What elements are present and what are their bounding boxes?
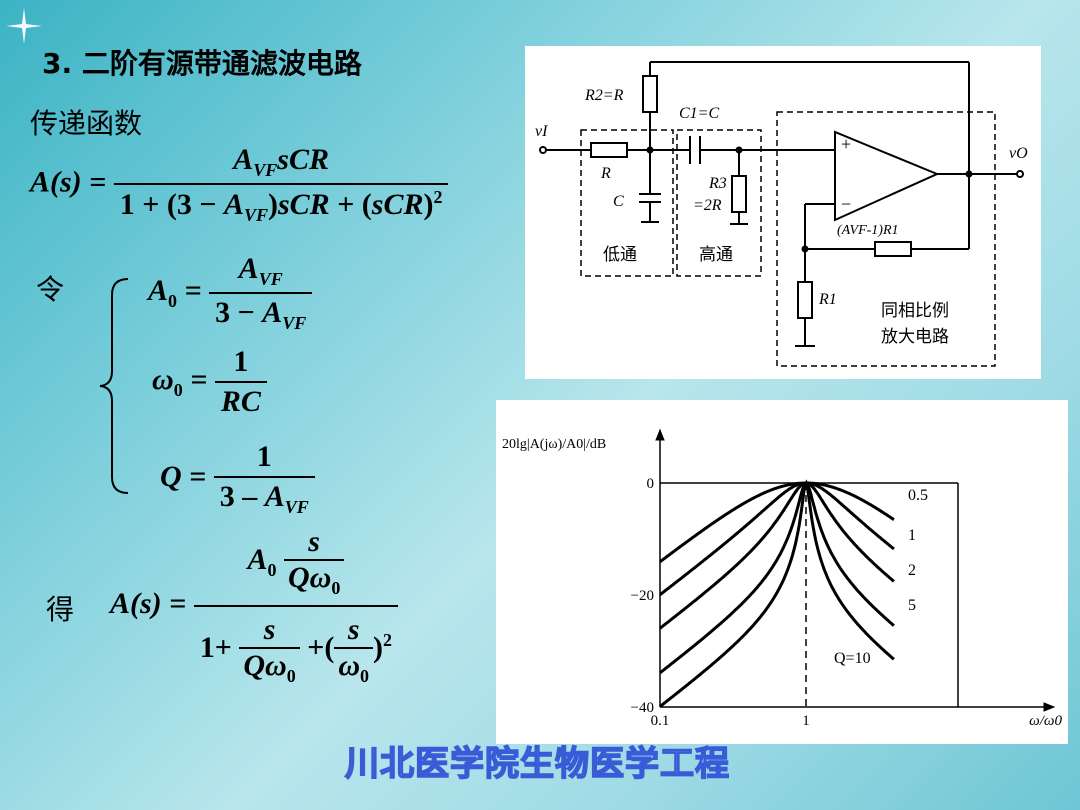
bandpass-circuit: R2=R C1=C vI vO R C R3 =2R (AVF-1)R1 R1 … [535, 61, 1028, 367]
frequency-response-chart: 0 −20 −400.1 1 20lg|A(jω)/A0|/dB ω/ω0 0.5 1 2 5Q=… [502, 428, 1062, 729]
resistor-r3 [731, 175, 747, 213]
highpass-box [676, 129, 762, 277]
circuit-panel: R2=R C1=C vI vO R C R3 =2R (AVF-1)R1 R1 … [525, 46, 1041, 379]
op-amp [834, 130, 940, 222]
feedback-label: (AVF-1)R1 [837, 223, 899, 238]
a0-fraction: AVF 3 − AVF [209, 252, 313, 334]
r3-value-label: =2R [693, 197, 722, 214]
y-axis-arrow [655, 428, 665, 441]
slide-subtitle: 传递函数 [30, 107, 143, 140]
w0-formula: ω0 = 1 RC [152, 345, 267, 419]
amplifier-box [776, 111, 996, 367]
transfer-numerator: AVFsCR [233, 143, 329, 180]
r1-label: R1 [818, 291, 837, 308]
series-label: Q=10 [834, 650, 871, 667]
c-label: C [613, 193, 624, 210]
y-tick-label: −40 [631, 700, 654, 716]
r-label: R [600, 165, 611, 182]
x-axis-label: ω/ω0 [1029, 713, 1062, 729]
plus-sign: + [841, 134, 851, 154]
r3-label: R3 [708, 175, 727, 192]
series-label: 2 [908, 562, 916, 579]
amp-label-line2: 放大电路 [881, 327, 949, 347]
institution-footer: 川北医学院生物医学工程 [344, 743, 730, 785]
vo-label: vO [1009, 145, 1028, 162]
lowpass-box [580, 129, 674, 277]
transfer-function: A(s) = AVFsCR 1 + (3 − AVF)sCR + (sCR)2 [30, 143, 449, 226]
slide-title: 3. 二阶有源带通滤波电路 [42, 47, 362, 80]
x-tick-label: 0.1 [651, 713, 670, 729]
series-label: 1 [908, 527, 916, 544]
x-tick-label: 1 [802, 713, 810, 729]
transfer-denominator: 1 + (3 − AVF)sCR + (sCR)2 [113, 183, 449, 226]
minus-sign: − [841, 194, 851, 214]
highpass-label: 高通 [699, 245, 733, 265]
c1-label: C1=C [679, 105, 719, 122]
y-tick-label: −20 [631, 588, 654, 604]
transfer-fraction: AVFsCR 1 + (3 − AVF)sCR + (sCR)2 [113, 143, 449, 226]
amp-label-line1: 同相比例 [881, 301, 949, 321]
series-label: 0.5 [908, 487, 928, 504]
response-curve-q0.5 [659, 481, 895, 563]
resistor-r [590, 142, 628, 158]
resistor-r2 [642, 75, 658, 113]
response-curve-q1 [659, 481, 895, 596]
transfer-lhs: A(s) = [30, 165, 107, 199]
resistor-feedback [874, 241, 912, 257]
y-tick-label: 0 [647, 476, 655, 492]
a0-formula: A0 = AVF 3 − AVF [148, 252, 313, 334]
x-axis-arrow [1043, 702, 1056, 712]
series-label: 5 [908, 597, 916, 614]
vi-label: vI [535, 123, 548, 140]
resistor-r1 [797, 281, 813, 319]
response-curve-q5 [659, 481, 895, 674]
w0-fraction: 1 RC [214, 345, 267, 419]
q-fraction: 1 3 – AVF [213, 440, 315, 518]
response-curve-q2 [659, 481, 895, 630]
y-axis-label: 20lg|A(jω)/A0|/dB [502, 437, 606, 452]
let-label: 令 [36, 273, 65, 306]
lowpass-label: 低通 [603, 245, 637, 265]
r2-label: R2=R [584, 87, 624, 104]
response-curve-q10 [659, 479, 895, 708]
q-formula: Q = 1 3 – AVF [160, 440, 315, 518]
result-label: 得 [46, 593, 75, 626]
sparkle-icon [6, 8, 42, 44]
brace [99, 278, 129, 494]
